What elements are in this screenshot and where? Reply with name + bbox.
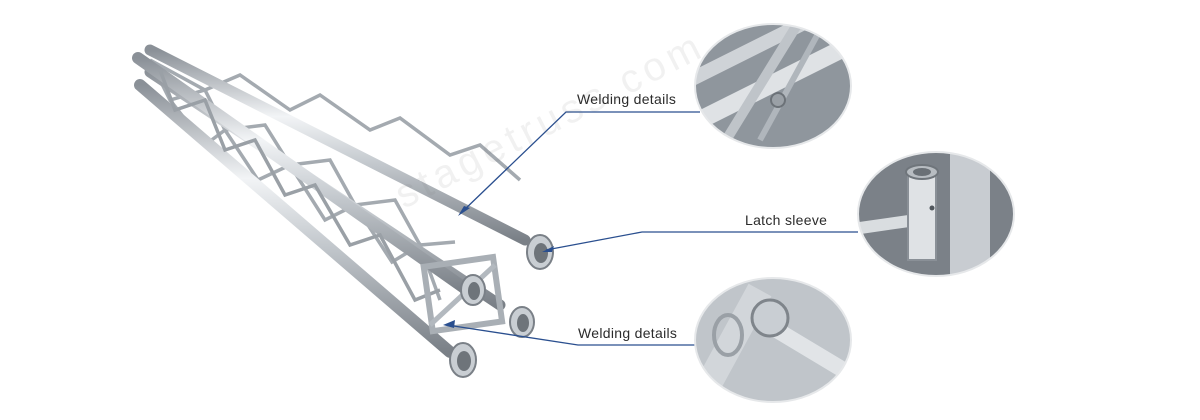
truss-segment	[132, 44, 554, 378]
truss-chord-top-back	[144, 44, 531, 246]
leader-lines	[446, 111, 858, 346]
leader-line-1	[461, 111, 700, 213]
callout-label-welding-details-top: Welding details	[577, 91, 677, 107]
callout-label-welding-details-bottom: Welding details	[578, 325, 678, 341]
truss-bracing-front	[158, 69, 441, 303]
truss-chord-bottom-front	[134, 79, 456, 358]
truss-chord-top-front	[132, 52, 476, 298]
leader-arrowheads	[443, 206, 554, 328]
truss-end-connectors	[449, 234, 554, 378]
detail-photo-welding-bottom	[694, 277, 852, 403]
leader-line-3	[446, 324, 697, 346]
detail-photo-latch-sleeve	[857, 151, 1015, 277]
callout-label-latch-sleeve: Latch sleeve	[745, 212, 828, 228]
leader-line-2	[545, 231, 858, 251]
detail-photo-welding-top	[694, 23, 852, 149]
